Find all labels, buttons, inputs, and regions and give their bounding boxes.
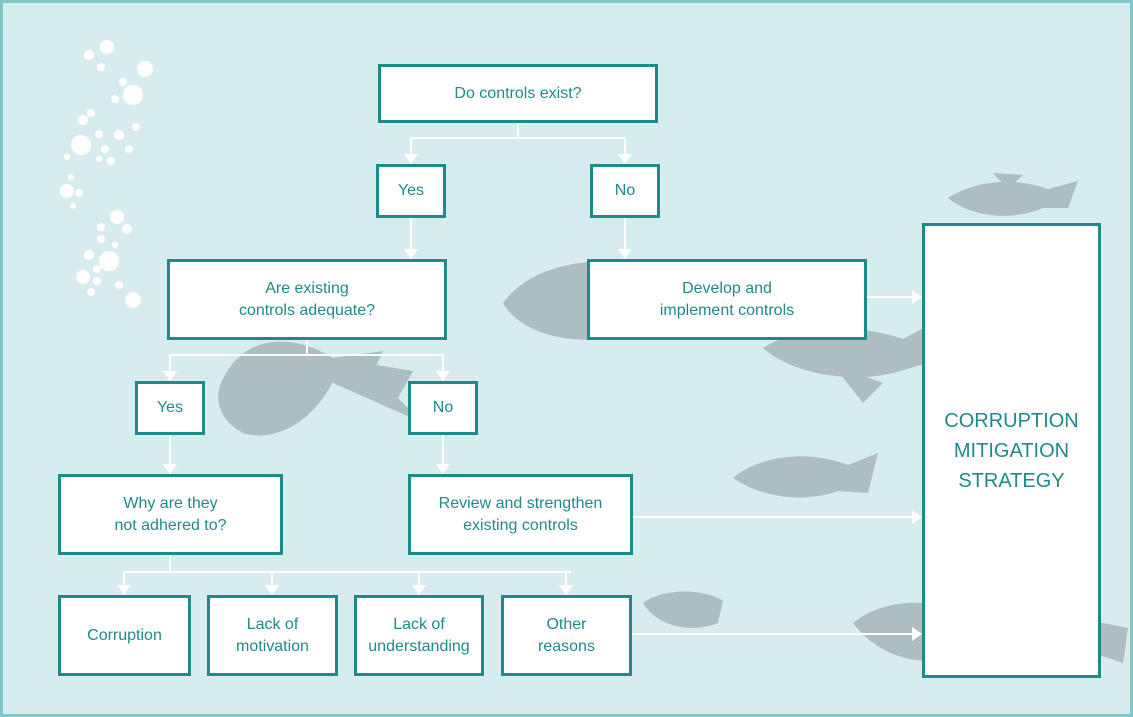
arrow-to-no-1-arrowhead [618,154,632,164]
box-no-1: No [590,164,660,218]
arrow-to-yes-2-arrowhead [163,371,177,381]
arrow-to-adequate-arrowhead [404,249,418,259]
arrow-to-corruption-arrowhead [117,585,131,595]
arrow-to-no-2-arrowhead [436,371,450,381]
box-yes-1: Yes [376,164,446,218]
box-review-controls: Review and strengthen existing controls [408,474,633,555]
box-controls-exist: Do controls exist? [378,64,658,123]
arrow-to-develop-arrowhead [618,249,632,259]
box-yes-2: Yes [135,381,205,435]
reason-other: Other reasons [501,595,632,676]
arrow-to-motivation-arrowhead [265,585,279,595]
arrow-to-other-arrowhead [559,585,573,595]
reason-lack-of-motivation: Lack of motivation [207,595,338,676]
box-corruption-mitigation-strategy: CORRUPTION MITIGATION STRATEGY [922,223,1101,678]
box-controls-adequate: Are existing controls adequate? [167,259,447,340]
box-why-not-adhered: Why are they not adhered to? [58,474,283,555]
arrow-other-to-strategy-arrowhead [912,627,922,641]
bubbles-decoration [60,40,153,308]
connector-layer [117,123,922,641]
arrow-to-why-arrowhead [163,464,177,474]
box-develop-controls: Develop and implement controls [587,259,867,340]
reason-lack-of-understanding: Lack of understanding [354,595,484,676]
reason-corruption: Corruption [58,595,191,676]
arrow-to-yes-1-arrowhead [404,154,418,164]
arrow-develop-to-strategy-arrowhead [912,290,922,304]
box-no-2: No [408,381,478,435]
arrow-to-review-arrowhead [436,464,450,474]
arrow-to-understanding-arrowhead [412,585,426,595]
arrow-review-to-strategy-arrowhead [912,510,922,524]
